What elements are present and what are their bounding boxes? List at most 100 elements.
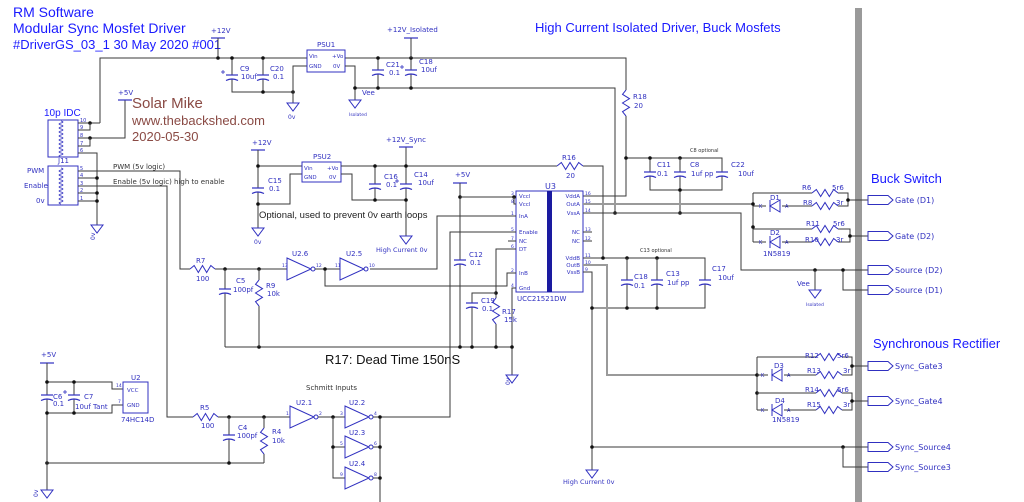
gate-pin: 3	[340, 411, 343, 417]
u3-pin-number: 11	[585, 253, 591, 259]
junction-dot	[72, 380, 76, 384]
diode-d1	[769, 199, 781, 213]
part-ref-c14: C14	[414, 171, 428, 179]
port-sync-gate4-connector-icon	[867, 396, 894, 406]
junction-dot	[850, 364, 854, 368]
part-ref-c18a: C18	[419, 58, 433, 66]
diode-a-mark: A	[785, 204, 789, 210]
wire	[341, 173, 406, 201]
resistor-gap	[816, 371, 842, 379]
inverter-bubble-icon	[310, 266, 316, 272]
part-ref-c22: C22	[731, 161, 745, 169]
resistor-gap	[812, 189, 838, 197]
part-value-c9: 10uf	[241, 73, 257, 81]
resistor-gap	[812, 202, 838, 210]
wire	[78, 100, 126, 139]
inverter-u2-4	[344, 466, 371, 490]
u2-ref: U2	[131, 374, 141, 382]
ground-label-high-current: High Current 0v	[563, 478, 615, 486]
psu1-0v: 0V	[333, 64, 340, 70]
signal-label-enable: Enable (5v logic) high to enable	[113, 178, 225, 186]
gate-label-u2-4: U2.4	[349, 460, 366, 468]
j11-pwm-label: PWM	[27, 167, 44, 175]
psu2-vin: Vin	[304, 166, 313, 172]
part-value-c18a: 10uf	[421, 66, 437, 74]
part-ref-c8: C8	[690, 161, 699, 169]
resistor-r13	[815, 370, 843, 380]
capacitor-c20	[256, 78, 270, 82]
ground-0v-icon	[286, 102, 300, 112]
port-sync-source3-connector-icon	[867, 462, 894, 472]
ground-0v-icon	[251, 227, 265, 237]
ground-label-0v: 0v	[254, 239, 262, 246]
part-ref-c6: C6	[53, 393, 63, 401]
part-value-c14: 10uf	[418, 179, 434, 187]
part-value-r6: 5r6	[832, 184, 844, 192]
u3-pin-name: InB	[519, 271, 528, 277]
u3-pin-number: 1	[511, 211, 514, 217]
inverter-bubble-icon	[368, 475, 374, 481]
junction-dot	[45, 380, 49, 384]
capacitor-gap	[67, 395, 81, 399]
diode-k-mark: K	[759, 204, 763, 210]
gate-label-u2-1: U2.1	[296, 399, 312, 407]
part-value-r7: 100	[196, 275, 209, 283]
part-value-r18: 20	[634, 102, 643, 110]
gate-pin: 2	[319, 411, 322, 417]
part-ref-r10: R10	[805, 236, 819, 244]
resistor-r6	[811, 188, 839, 198]
part-ref-r8: R8	[803, 199, 812, 207]
gate-pin: 13	[282, 263, 288, 269]
gate-label-u2-5: U2.5	[346, 250, 362, 258]
port-sync-source4-connector-icon	[867, 442, 894, 452]
connector-type-label: 10p IDC	[44, 108, 81, 119]
inverter-bubble-icon	[363, 266, 369, 272]
resistor-r17	[491, 297, 501, 325]
capacitor-gap	[453, 260, 467, 264]
resistor-gap	[622, 90, 630, 116]
u2-pin: 14	[116, 383, 122, 389]
junction-dot	[648, 156, 652, 160]
capacitor-gap	[256, 75, 270, 79]
u3-pin-number: 16	[585, 191, 591, 197]
part-value-r5: 100	[201, 422, 214, 430]
part-value-c7: 10uf Tant	[75, 403, 108, 411]
gate-pin: 5	[340, 441, 343, 447]
part-value-r15: 3r	[843, 401, 850, 409]
capacitor-c4	[222, 438, 236, 442]
junction-dot	[625, 306, 629, 310]
port-sync-gate4-label: Sync_Gate4	[895, 397, 943, 406]
part-ref-c15: C15	[268, 177, 282, 185]
part-value-c16: 0.1	[386, 181, 397, 189]
part-value-c6: 0.1	[53, 400, 64, 408]
wire	[78, 138, 91, 147]
wire	[471, 292, 496, 347]
junction-dot	[458, 345, 462, 349]
resistor-r7	[189, 264, 216, 274]
gate-pin: 1	[286, 411, 289, 417]
psu1-vo: +Vo	[332, 54, 344, 60]
junction-dot	[378, 445, 382, 449]
gate-pin: 12	[316, 263, 322, 269]
u2-pin: 7	[118, 399, 121, 405]
port-gate-d2-connector-icon	[867, 231, 894, 241]
capacitor-c12	[453, 263, 467, 267]
u3-pin-name: Vccl	[519, 194, 531, 200]
title-line-3: #DriverGS_03_1 30 May 2020 #001	[13, 37, 221, 52]
j11-pin-number: 8	[80, 133, 83, 139]
j11-pin-number: 1	[80, 196, 83, 202]
vee-label: Vee	[797, 280, 810, 288]
junction-dot	[590, 445, 594, 449]
resistor-gap	[190, 265, 215, 273]
junction-dot	[331, 445, 335, 449]
u3-pin-number: 5	[511, 227, 514, 233]
resistor-gap	[255, 280, 263, 306]
ground-0v-icon	[505, 374, 519, 384]
junction-dot	[404, 164, 408, 168]
part-value-r11: 5r6	[833, 220, 845, 228]
part-value-r13: 3r	[843, 367, 850, 375]
capacitor-gap	[251, 188, 265, 192]
out-b-trace	[583, 264, 757, 376]
diode-d3	[771, 368, 783, 382]
resistor-gap	[260, 428, 268, 454]
